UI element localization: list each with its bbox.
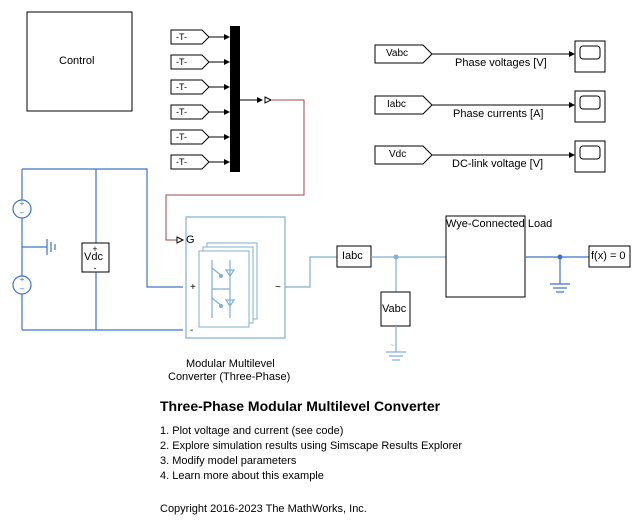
control-label: Control xyxy=(59,55,95,67)
control-subsystem-block[interactable] xyxy=(26,11,133,112)
goto-tag-group xyxy=(170,29,230,170)
gate-port-label: G xyxy=(186,234,195,246)
mmc-converter-block[interactable]: + - ~ xyxy=(185,216,286,339)
ground-icon[interactable] xyxy=(386,351,406,361)
step-learn-link[interactable]: 4. Learn more about this example xyxy=(160,470,324,482)
instruction-list: 1. Plot voltage and current (see code) 2… xyxy=(160,424,462,484)
goto-tag-label: -T- xyxy=(176,132,187,142)
mmc-name-line-2: Converter (Three-Phase) xyxy=(168,371,291,383)
svg-text:~: ~ xyxy=(390,341,395,350)
wye-load-label: Wye-Connected Load xyxy=(446,218,553,230)
ac-line xyxy=(285,256,337,288)
from-tag-vdc[interactable] xyxy=(374,145,433,165)
electrical-network xyxy=(21,168,183,331)
gate-signal-line[interactable] xyxy=(165,99,305,241)
svg-text:+: + xyxy=(190,282,196,293)
electrical-reference-icon[interactable] xyxy=(46,239,56,255)
dc-voltage-source[interactable]: + – xyxy=(12,275,32,295)
goto-tag[interactable] xyxy=(170,29,230,45)
scope-chain xyxy=(374,40,606,73)
svg-text:+: + xyxy=(92,244,97,254)
ground-icon[interactable] xyxy=(550,283,570,293)
svg-text:-: - xyxy=(190,325,193,336)
from-tag-label: Vabc xyxy=(386,48,409,59)
wye-load-block[interactable] xyxy=(445,215,526,298)
vabc-sensor-label: Vabc xyxy=(382,303,407,315)
svg-text:-: - xyxy=(94,263,97,273)
scope-icon xyxy=(579,145,601,160)
svg-text:+: + xyxy=(20,199,25,208)
goto-tag-label: -T- xyxy=(176,107,187,117)
from-tag-label: Iabc xyxy=(387,99,406,110)
goto-tag[interactable] xyxy=(170,129,230,145)
signal-name: Phase voltages [V] xyxy=(455,57,547,69)
signal-name: DC-link voltage [V] xyxy=(452,158,544,170)
mux-output-arrow xyxy=(257,97,263,103)
dc-voltage-source[interactable]: + – xyxy=(12,199,32,219)
vabc-sensor-block[interactable] xyxy=(380,291,411,327)
step-plot-link[interactable]: 1. Plot voltage and current (see code) xyxy=(160,425,344,437)
scope-icon xyxy=(579,95,601,110)
scope-icon xyxy=(579,45,601,60)
scope-chain xyxy=(374,90,606,123)
scope-chain xyxy=(374,140,606,173)
signal-name: Phase currents [A] xyxy=(453,108,544,120)
solver-config-block[interactable] xyxy=(588,245,631,268)
solver-label: f(x) = 0 xyxy=(591,250,626,262)
step-explore-link[interactable]: 2. Explore simulation results using Sims… xyxy=(160,440,463,452)
gate-signal-arrow xyxy=(176,236,185,244)
model-title: Three-Phase Modular Multilevel Converter xyxy=(160,398,441,414)
vdc-sensor-label: Vdc xyxy=(84,251,103,263)
goto-tag[interactable] xyxy=(170,79,230,95)
from-tag-iabc[interactable] xyxy=(374,95,433,115)
goto-tag-label: -T- xyxy=(176,32,187,42)
mux-port-marker xyxy=(264,96,273,104)
svg-text:~: ~ xyxy=(275,282,281,293)
svg-text:–: – xyxy=(20,284,25,293)
goto-tag[interactable] xyxy=(170,54,230,70)
mmc-name-line-1: Modular Multilevel xyxy=(186,358,275,370)
goto-tag-label: -T- xyxy=(176,157,187,167)
vdc-sensor-block[interactable] xyxy=(81,242,110,273)
goto-tag-label: -T- xyxy=(176,57,187,67)
goto-tag[interactable] xyxy=(170,154,230,170)
goto-tag[interactable] xyxy=(170,104,230,120)
mux-block[interactable] xyxy=(230,26,240,172)
svg-text:–: – xyxy=(20,208,25,217)
step-modify-link[interactable]: 3. Modify model parameters xyxy=(160,455,297,467)
svg-text:+: + xyxy=(20,275,25,284)
from-tag-label: Vdc xyxy=(389,149,407,160)
goto-tag-label: -T- xyxy=(176,82,187,92)
from-tag-vabc[interactable] xyxy=(374,44,433,64)
copyright: Copyright 2016-2023 The MathWorks, Inc. xyxy=(160,503,367,515)
iabc-sensor-label: Iabc xyxy=(342,250,363,262)
